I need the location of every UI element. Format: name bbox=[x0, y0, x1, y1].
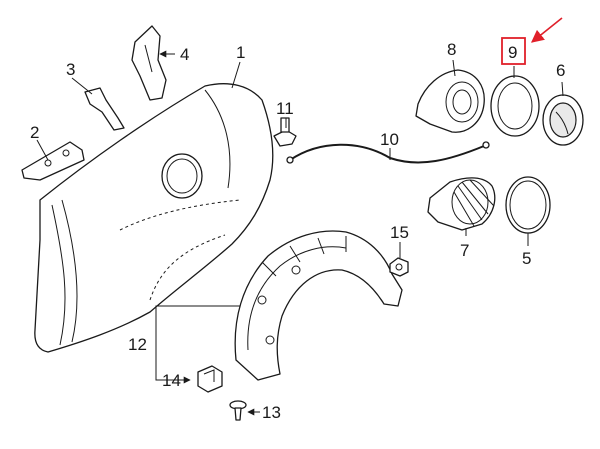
part-clip bbox=[273, 117, 297, 147]
part-push-clip bbox=[229, 400, 247, 421]
callout-14: 14 bbox=[162, 371, 181, 390]
callout-10: 10 bbox=[380, 130, 399, 149]
callout-12: 12 bbox=[128, 335, 147, 354]
callout-6: 6 bbox=[556, 61, 565, 80]
part-bracket-left bbox=[21, 141, 85, 181]
callout-15: 15 bbox=[390, 223, 409, 242]
callout-4: 4 bbox=[180, 45, 189, 64]
callout-8: 8 bbox=[447, 40, 456, 59]
part-seal-ring bbox=[490, 75, 540, 137]
callout-3: 3 bbox=[66, 60, 75, 79]
part-clip-nut bbox=[197, 365, 223, 393]
part-bracket-small bbox=[84, 87, 125, 131]
callout-2: 2 bbox=[30, 123, 39, 142]
leader-lines bbox=[36, 50, 564, 416]
callout-1: 1 bbox=[236, 43, 245, 62]
part-quarter-panel bbox=[34, 83, 274, 353]
highlight-box bbox=[501, 37, 526, 65]
part-fuel-door-cover bbox=[542, 94, 584, 146]
callout-5: 5 bbox=[522, 249, 531, 268]
part-fuel-door bbox=[505, 176, 551, 234]
part-wheelhouse-liner bbox=[234, 230, 403, 381]
part-filler-housing bbox=[415, 69, 485, 133]
part-nut bbox=[389, 257, 409, 277]
part-filler-neck-housing bbox=[427, 177, 496, 231]
callout-13: 13 bbox=[262, 403, 281, 422]
highlight-arrow bbox=[531, 17, 563, 43]
callout-11: 11 bbox=[276, 99, 294, 118]
callout-9: 9 bbox=[508, 43, 517, 62]
part-bracket-upper bbox=[131, 25, 167, 101]
callout-7: 7 bbox=[460, 241, 469, 260]
